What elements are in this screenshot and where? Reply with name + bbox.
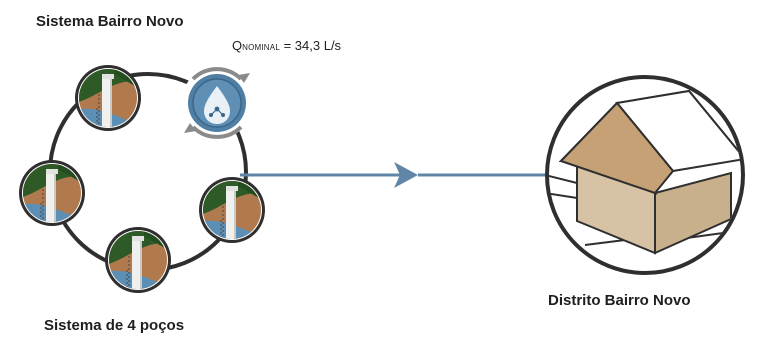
flow-rate-label: QNOMINAL = 34,3 L/s	[232, 38, 341, 53]
well-cross-section-icon	[17, 158, 87, 228]
flow-symbol: Q	[232, 38, 243, 53]
flow-value: = 34,3 L/s	[279, 38, 342, 53]
system-title: Sistema Bairro Novo	[36, 13, 184, 30]
wells-caption: Sistema de 4 poços	[44, 317, 185, 334]
district-caption: Distrito Bairro Novo	[548, 292, 691, 309]
well-cross-section-icon	[103, 225, 173, 295]
house-icon	[545, 75, 745, 275]
flow-subscript: NOMINAL	[242, 43, 280, 52]
water-treatment-cycle-icon	[181, 67, 253, 139]
flow-arrow-icon	[394, 162, 418, 188]
well-cross-section-icon	[197, 175, 267, 245]
